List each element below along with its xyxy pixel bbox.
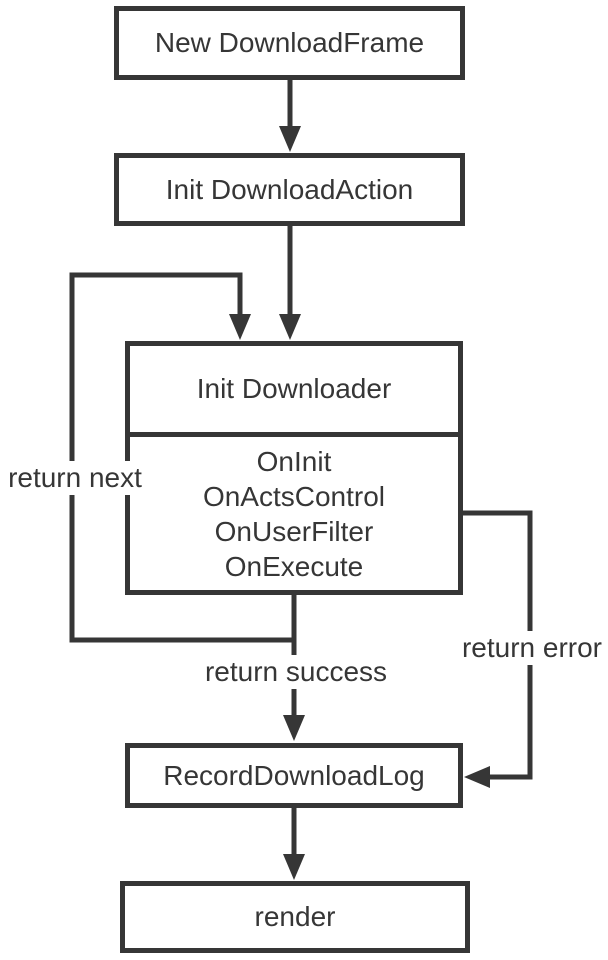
node-init-download-action-label: Init DownloadAction — [165, 173, 414, 205]
edge-return-next-loop — [69, 272, 297, 643]
arrowhead-left-icon — [464, 766, 490, 788]
arrowhead-down-icon — [229, 314, 251, 340]
node-new-download-frame: New DownloadFrame — [114, 6, 465, 80]
method-onexecute: OnExecute — [224, 550, 364, 582]
arrowhead-down-icon — [279, 314, 301, 340]
edge-label-return-error: return error — [458, 631, 606, 665]
node-init-downloader-label: Init Downloader — [196, 373, 392, 404]
edge-frame-to-action — [279, 80, 301, 152]
method-onuserfilter: OnUserFilter — [214, 515, 374, 547]
method-oninit: OnInit — [256, 445, 332, 477]
node-render: render — [120, 881, 470, 953]
method-onactscontrol: OnActsControl — [202, 480, 386, 512]
edge-action-to-downloader — [279, 226, 301, 340]
node-init-downloader-methods: OnInit OnActsControl OnUserFilter OnExec… — [130, 437, 458, 590]
node-new-download-frame-label: New DownloadFrame — [154, 27, 425, 58]
node-record-download-log-label: RecordDownloadLog — [163, 759, 425, 791]
node-init-downloader: Init Downloader OnInit OnActsControl OnU… — [125, 341, 463, 595]
edge-label-return-next: return next — [5, 461, 145, 495]
edge-label-return-success: return success — [201, 655, 391, 689]
arrowhead-down-icon — [283, 715, 305, 741]
edge-log-to-render — [283, 808, 305, 880]
node-init-downloader-header: Init Downloader — [130, 346, 458, 437]
node-init-download-action: Init DownloadAction — [114, 153, 465, 226]
node-record-download-log: RecordDownloadLog — [125, 743, 463, 808]
node-render-label: render — [254, 901, 336, 932]
arrowhead-down-icon — [283, 854, 305, 880]
arrowhead-down-icon — [279, 126, 301, 152]
